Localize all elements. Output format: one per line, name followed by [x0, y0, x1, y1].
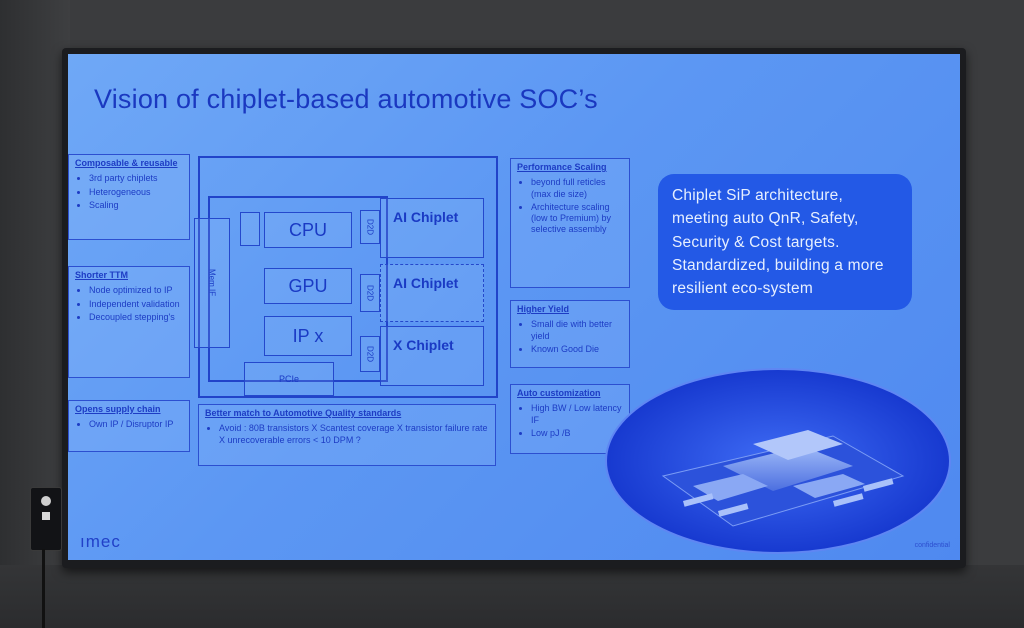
mem-if-label: Mem IF — [207, 269, 217, 297]
ai-chiplet-2: AI Chiplet — [380, 264, 484, 322]
box-item: beyond full reticles (max die size) — [531, 177, 625, 200]
slide-screen: Vision of chiplet-based automotive SOC’s… — [68, 54, 960, 560]
box-composable: Composable & reusable 3rd party chiplets… — [68, 154, 190, 240]
box-item: 3rd party chiplets — [89, 173, 185, 184]
box-item: Architecture scaling (low to Premium) by… — [531, 202, 625, 236]
d2d-block: D2D — [360, 210, 380, 244]
wall-sensor-device — [30, 487, 62, 551]
sensor-icon — [41, 496, 51, 506]
mem-if-block: Mem IF — [194, 218, 230, 348]
box-performance: Performance Scaling beyond full reticles… — [510, 158, 630, 288]
cable — [42, 549, 45, 628]
box-item: Node optimized to IP — [89, 285, 185, 296]
box-item: Known Good Die — [531, 344, 625, 355]
box-header: Opens supply chain — [75, 404, 161, 414]
chiplet-label: AI Chiplet — [393, 275, 459, 291]
box-header: Auto customization — [517, 388, 601, 398]
box-higher-yield: Higher Yield Small die with better yield… — [510, 300, 630, 368]
d2d-block: D2D — [360, 336, 380, 372]
box-shorter-ttm: Shorter TTM Node optimized to IP Indepen… — [68, 266, 190, 378]
box-item: Heterogeneous — [89, 187, 185, 198]
gpu-label: GPU — [288, 275, 328, 296]
x-chiplet: X Chiplet — [380, 326, 484, 386]
box-item: Low pJ /B — [531, 428, 625, 439]
footer-note: confidential — [914, 542, 950, 549]
ipx-block: IP x — [264, 316, 352, 356]
box-item: Small die with better yield — [531, 319, 625, 342]
small-block — [240, 212, 260, 246]
box-item: Avoid : 80B transistors X Scantest cover… — [219, 423, 491, 446]
soc-package-outline — [198, 156, 498, 398]
box-item: High BW / Low latency IF — [531, 403, 625, 426]
slide-title: Vision of chiplet-based automotive SOC’s — [94, 84, 598, 114]
d2d-block: D2D — [360, 274, 380, 312]
vision-callout: Chiplet SiP architecture, meeting auto Q… — [658, 174, 912, 310]
chiplet-package-illustration — [605, 368, 951, 554]
box-supply-chain: Opens supply chain Own IP / Disruptor IP — [68, 400, 190, 452]
imec-logo: ımec — [80, 532, 121, 551]
box-header: Performance Scaling — [517, 162, 607, 172]
cpu-block: CPU — [264, 212, 352, 248]
pcie-label: PCIe — [278, 374, 299, 384]
box-header: Better match to Automotive Quality stand… — [205, 408, 402, 418]
d2d-label: D2D — [365, 284, 375, 301]
d2d-label: D2D — [365, 345, 375, 362]
cpu-label: CPU — [288, 219, 327, 240]
gpu-block: GPU — [264, 268, 352, 304]
box-header: Shorter TTM — [75, 270, 128, 280]
box-item: Decoupled stepping's — [89, 312, 185, 323]
ai-chiplet-1: AI Chiplet — [380, 198, 484, 258]
ipx-label: IP x — [292, 325, 324, 346]
d2d-label: D2D — [365, 218, 375, 235]
indicator-icon — [42, 512, 50, 520]
wall-floor-area — [0, 565, 1024, 628]
box-quality: Better match to Automotive Quality stand… — [198, 404, 496, 466]
chiplet-label: AI Chiplet — [393, 209, 459, 225]
soc-die-outline — [208, 196, 388, 382]
box-item: Scaling — [89, 200, 185, 211]
chiplet-label: X Chiplet — [393, 337, 454, 353]
pcie-block: PCIe — [244, 362, 334, 396]
box-header: Composable & reusable — [75, 158, 178, 168]
box-item: Independent validation — [89, 299, 185, 310]
box-item: Own IP / Disruptor IP — [89, 419, 185, 430]
box-header: Higher Yield — [517, 304, 570, 314]
